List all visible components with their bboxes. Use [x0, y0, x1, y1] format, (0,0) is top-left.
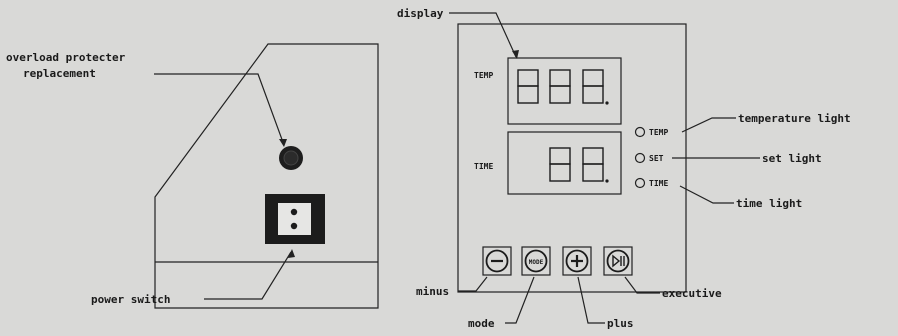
overload-arrow-icon [279, 139, 287, 147]
executive-leader-line [624, 276, 660, 294]
executive-button[interactable] [603, 246, 633, 276]
mode-callout: mode [468, 317, 495, 330]
temp-row-label: TEMP [474, 71, 493, 80]
device-side-outline [154, 43, 379, 309]
time-light-callout: time light [736, 197, 802, 210]
time-light: TIME [634, 177, 668, 189]
time-digit-1 [549, 147, 571, 182]
set-light-callout: set light [762, 152, 822, 165]
temperature-light: TEMP [634, 126, 668, 138]
minus-leader-line [458, 276, 488, 292]
mode-button[interactable]: MODE [521, 246, 551, 276]
time-light-label: TIME [649, 179, 668, 188]
minus-button[interactable] [482, 246, 512, 276]
time-digit-2 [582, 147, 609, 183]
plus-button[interactable] [562, 246, 592, 276]
mode-button-label: MODE [529, 259, 544, 266]
time-display [507, 131, 622, 195]
power-switch [265, 194, 325, 244]
plus-leader-line [577, 276, 605, 324]
temp-display [507, 57, 622, 125]
temperature-light-callout: temperature light [738, 112, 851, 125]
left-device-panel: overload protecter replacement power swi… [6, 43, 379, 309]
executive-callout: executive [662, 287, 722, 300]
temp-digit-2 [549, 69, 571, 104]
overload-protector-knob [279, 146, 303, 170]
power-switch-label: power switch [91, 293, 170, 306]
temp-digit-1 [517, 69, 539, 104]
display-label: display [397, 7, 444, 20]
power-switch-leader-line [204, 251, 292, 300]
set-light: SET [634, 152, 664, 164]
play-pause-icon [612, 254, 621, 268]
temp-digit-3 [582, 69, 609, 105]
overload-leader-line [154, 73, 285, 146]
minus-callout: minus [416, 285, 449, 298]
set-light-label: SET [649, 154, 664, 163]
plus-callout: plus [607, 317, 634, 330]
display-arrow-icon [512, 50, 519, 59]
temperature-light-leader-line [681, 117, 736, 133]
overload-label-line2: replacement [23, 67, 96, 80]
mode-leader-line [505, 276, 535, 324]
control-panel: TEMP TIME display TEMP [397, 7, 851, 330]
temperature-light-label: TEMP [649, 128, 668, 137]
power-switch-arrow-icon [288, 249, 295, 258]
display-leader-line [449, 12, 517, 58]
time-light-leader-line [679, 185, 734, 204]
overload-label-line1: overload protecter [6, 51, 126, 64]
time-row-label: TIME [474, 162, 493, 171]
